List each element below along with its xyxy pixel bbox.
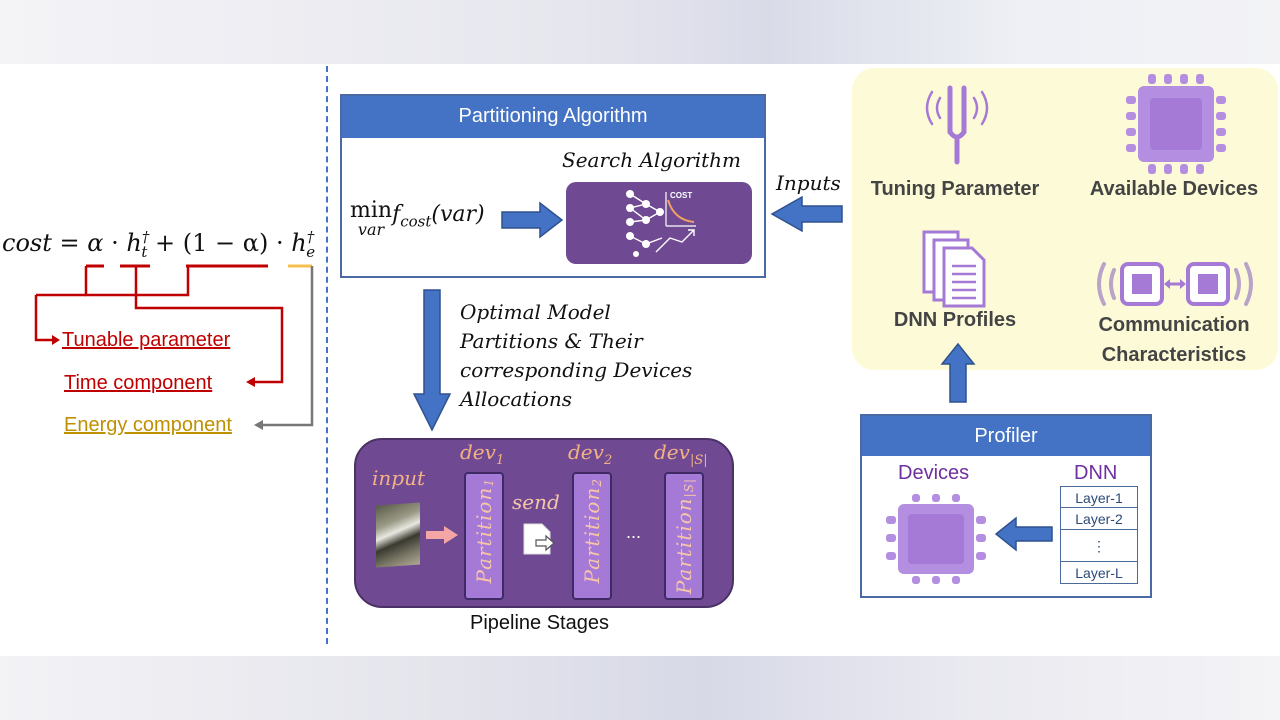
layer-row: Layer-2 [1060, 508, 1138, 530]
legend-time: Time component [64, 372, 213, 394]
tuning-parameter-label: Tuning Parameter [870, 178, 1040, 200]
tuning-fork-icon [925, 85, 989, 165]
bottom-background-band [0, 656, 1280, 720]
formula-alpha: α [87, 229, 104, 257]
profiler-left-arrow-icon [994, 516, 1053, 552]
section-divider [326, 66, 328, 644]
optimal-line-2: Partitions & Their [460, 329, 643, 353]
optimal-line-4: Allocations [460, 387, 573, 411]
legend-tunable: Tunable parameter [62, 329, 231, 351]
partition-2: Partition2 [572, 472, 612, 600]
chip-icon [1126, 74, 1226, 174]
layer-stack: Layer-1 Layer-2 ⋮ Layer-L [1060, 486, 1138, 584]
partition-S: Partition|S| [664, 472, 704, 600]
search-algorithm-icon-box: COST [566, 182, 752, 264]
top-background-band [0, 0, 1280, 64]
profiler-up-arrow-icon [940, 342, 976, 403]
optimal-line-3: corresponding Devices [460, 358, 693, 382]
pipeline-caption: Pipeline Stages [470, 612, 609, 634]
partitioning-box: Partitioning Algorithm [340, 94, 766, 278]
formula-he: h†e [291, 228, 316, 261]
partitioning-title: Partitioning Algorithm [342, 96, 764, 138]
output-down-arrow-icon [412, 289, 452, 432]
send-label: send [512, 490, 560, 514]
profiler-devices-label: Devices [898, 462, 970, 484]
objective-arrow-icon [501, 201, 564, 239]
input-image-thumbnail [376, 502, 420, 568]
profiler-dnn-label: DNN [1074, 462, 1118, 484]
devS-label: dev|S| [654, 440, 708, 468]
input-arrow-icon [426, 526, 458, 544]
search-algorithm-label: Search Algorithm [562, 148, 741, 172]
dnn-profiles-documents-icon [922, 230, 986, 308]
dev2-label: dev2 [568, 440, 613, 468]
inputs-arrow-icon [770, 195, 843, 233]
formula-lhs: cost [2, 229, 52, 257]
communication-label: Communication Characteristics [1098, 314, 1250, 366]
profiler-chip-icon [886, 494, 986, 584]
legend-energy: Energy component [64, 414, 232, 436]
objective-expression: min var fcost(var) [350, 198, 485, 239]
cost-formula: cost = α · h†t + (1 − α) · h†e [2, 228, 315, 261]
layer-row: ⋮ [1060, 530, 1138, 562]
formula-dot2: · [276, 229, 284, 257]
formula-paren: (1 − α) [182, 229, 269, 257]
optimal-partitions-text: Optimal Model Partitions & Their corresp… [460, 298, 692, 414]
cost-caption: COST [670, 191, 692, 200]
formula-plus: + [155, 229, 176, 257]
communication-icon [1097, 262, 1253, 306]
formula-eq: = [59, 229, 80, 257]
formula-connectors [34, 264, 314, 430]
dnn-profiles-label: DNN Profiles [893, 309, 1017, 331]
partition-1: Partition1 [464, 472, 504, 600]
layer-row: Layer-1 [1060, 486, 1138, 508]
available-devices-label: Available Devices [1089, 178, 1259, 200]
send-document-icon [523, 523, 555, 555]
input-label: input [372, 466, 425, 490]
profiler-title: Profiler [862, 416, 1150, 456]
formula-dot1: · [111, 229, 119, 257]
optimal-line-1: Optimal Model [460, 300, 611, 324]
dev1-label: dev1 [460, 440, 505, 468]
formula-ht: h†t [126, 228, 150, 261]
inputs-label: Inputs [776, 171, 841, 195]
pipeline-ellipsis: ... [626, 522, 642, 542]
layer-row: Layer-L [1060, 562, 1138, 584]
neural-network-icon: COST [626, 190, 696, 257]
